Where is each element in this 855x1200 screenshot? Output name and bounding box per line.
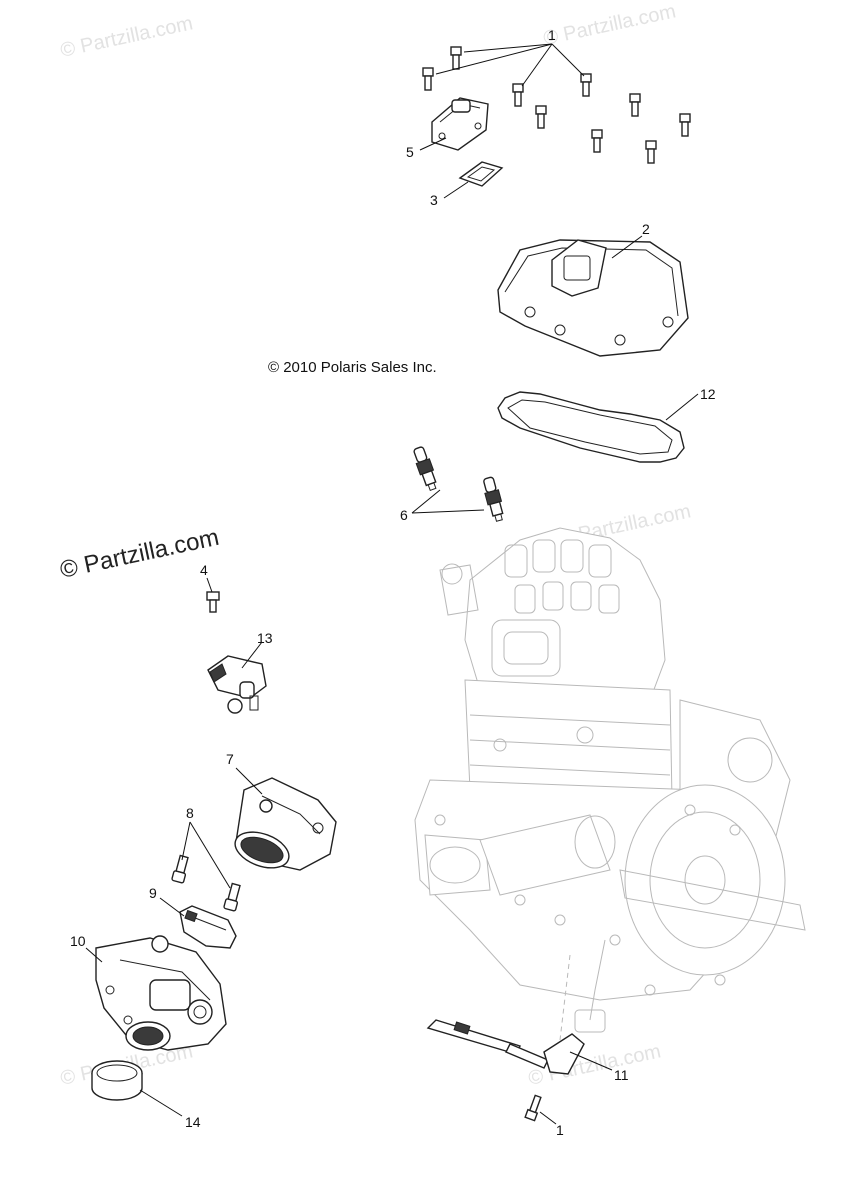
throttle-body-part [95, 935, 227, 1051]
bolt-icon [645, 140, 657, 164]
callout-2: 2 [642, 221, 650, 237]
callout-9: 9 [149, 885, 157, 901]
valve-cover-gasket-part [497, 391, 685, 463]
hose-clamp-part [179, 905, 237, 949]
callout-5: 5 [406, 144, 414, 160]
throttle-body-bolt-part [223, 882, 241, 912]
bolt-icon [524, 1094, 542, 1122]
engine-block-illustration [414, 527, 806, 1041]
valve-cover-part [497, 239, 689, 357]
throttle-body-bolt-part [171, 854, 189, 884]
bolt-icon [580, 73, 592, 97]
map-sensor-part [207, 655, 267, 714]
callout-10: 10 [70, 933, 86, 949]
callout-labels: 1 5 3 2 12 6 4 13 7 8 9 10 14 11 1 [70, 27, 716, 1138]
watermark-main: © Partzilla.com [58, 524, 222, 584]
callout-6: 6 [400, 507, 408, 523]
bolt-icon [535, 105, 547, 129]
intake-sleeve-part [91, 1060, 143, 1101]
sensor-bolt-part [206, 591, 220, 613]
callout-3: 3 [430, 192, 438, 208]
callout-13: 13 [257, 630, 273, 646]
callout-7: 7 [226, 751, 234, 767]
callout-1: 1 [548, 27, 556, 43]
leader-lines [85, 43, 699, 1125]
callout-11: 11 [614, 1067, 629, 1083]
callout-8: 8 [186, 805, 194, 821]
position-sensor-part [426, 1019, 585, 1075]
watermark-top-left: © Partzilla.com [58, 12, 194, 62]
bolt-icon [422, 67, 434, 91]
bolt-icon [679, 113, 691, 137]
bolt-icon [512, 83, 524, 107]
bolts-group [422, 46, 691, 164]
intake-adapter-part [234, 777, 337, 871]
spark-plug-part [413, 446, 437, 492]
bolt-icon [450, 46, 462, 70]
callout-1-bottom: 1 [556, 1122, 564, 1138]
breather-cover-part [431, 97, 489, 151]
bolt-icon [629, 93, 641, 117]
spark-plug-part [483, 476, 504, 522]
callout-4: 4 [200, 562, 208, 578]
watermark-bottom-right: © Partzilla.com [526, 1040, 662, 1090]
bolt-icon [591, 129, 603, 153]
copyright-notice: © 2010 Polaris Sales Inc. [268, 359, 437, 376]
callout-14: 14 [185, 1114, 201, 1130]
callout-12: 12 [700, 386, 716, 402]
watermark-top-right: © Partzilla.com [541, 0, 677, 50]
breather-seal-part [458, 161, 504, 187]
